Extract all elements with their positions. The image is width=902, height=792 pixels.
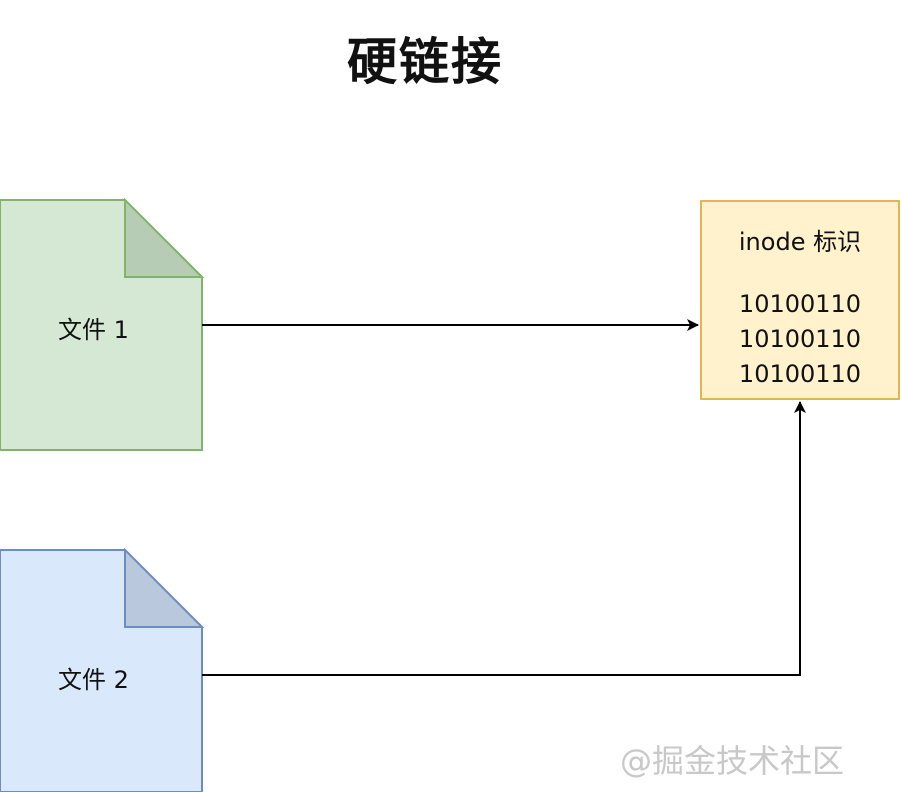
inode-node: inode 标识 10100110 10100110 10100110 — [700, 200, 900, 400]
file-2-label: 文件 2 — [58, 666, 129, 694]
inode-bits-line: 10100110 — [738, 325, 862, 353]
edge-file2-to-inode — [202, 401, 806, 676]
file-2-node — [0, 547, 205, 792]
inode-title: inode 标识 — [738, 228, 862, 256]
inode-bits: 10100110 10100110 10100110 — [702, 287, 898, 392]
inode-bits-line: 10100110 — [738, 360, 862, 388]
diagram-title: 硬链接 — [347, 33, 503, 91]
file-1-label: 文件 1 — [58, 316, 129, 344]
watermark: @掘金技术社区 — [620, 742, 845, 780]
inode-bits-line: 10100110 — [738, 290, 862, 318]
file-1-node — [0, 197, 205, 451]
